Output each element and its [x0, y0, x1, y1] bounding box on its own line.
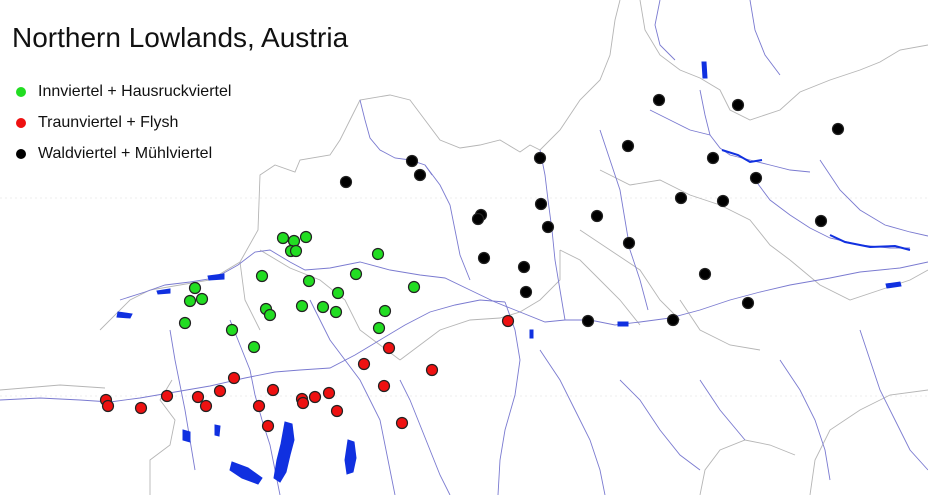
waldviertel-point	[831, 122, 845, 136]
innviertel-point	[195, 292, 209, 306]
river-thaya-stretch	[721, 149, 763, 164]
traunviertel-point	[382, 341, 396, 355]
traunviertel-point	[252, 399, 266, 413]
traunviertel-point	[425, 363, 439, 377]
waldviertel-point	[534, 197, 548, 211]
legend-label: Traunviertel + Flysh	[38, 113, 179, 131]
waldviertel-point	[517, 260, 531, 274]
innviertel-point	[407, 280, 421, 294]
red-dot-icon	[16, 117, 26, 128]
waldviertel-point	[749, 171, 763, 185]
traunviertel-point	[199, 399, 213, 413]
green-dot-icon	[16, 86, 26, 97]
traunviertel-point	[266, 383, 280, 397]
innviertel-point	[263, 308, 277, 322]
waldviertel-point	[706, 151, 720, 165]
traunviertel-point	[395, 416, 409, 430]
waldviertel-point	[731, 98, 745, 112]
waldviertel-point	[716, 194, 730, 208]
innviertel-point	[371, 247, 385, 261]
waldviertel-point	[581, 314, 595, 328]
innviertel-point	[289, 244, 303, 258]
traunviertel-point	[308, 390, 322, 404]
innviertel-point	[372, 321, 386, 335]
waldviertel-point	[698, 267, 712, 281]
graticule	[0, 197, 928, 397]
innviertel-point	[378, 304, 392, 318]
legend-item-innviertel: Innviertel + Hausruckviertel	[16, 76, 231, 107]
traunviertel-point	[227, 371, 241, 385]
innviertel-point	[329, 305, 343, 319]
waldviertel-point	[533, 151, 547, 165]
waldviertel-point	[622, 236, 636, 250]
lakes	[116, 61, 902, 485]
innviertel-point	[178, 316, 192, 330]
map-title: Northern Lowlands, Austria	[12, 22, 349, 53]
legend-label: Innviertel + Hausruckviertel	[38, 82, 232, 100]
waldviertel-point	[519, 285, 533, 299]
innviertel-point	[302, 274, 316, 288]
innviertel-point	[349, 267, 363, 281]
innviertel-point	[188, 281, 202, 295]
innviertel-point	[276, 231, 290, 245]
traunviertel-point	[322, 386, 336, 400]
traunviertel-point	[213, 384, 227, 398]
traunviertel-point	[296, 396, 310, 410]
traunviertel-point	[101, 399, 115, 413]
legend-label: Waldviertel + Mühlviertel	[38, 144, 213, 162]
legend: Innviertel + Hausruckviertel Traunvierte…	[16, 76, 231, 169]
waldviertel-point	[621, 139, 635, 153]
waldviertel-point	[666, 313, 680, 327]
waldviertel-point	[541, 220, 555, 234]
danube-east-stretch	[829, 234, 911, 251]
traunviertel-point	[501, 314, 515, 328]
waldviertel-point	[741, 296, 755, 310]
waldviertel-point	[405, 154, 419, 168]
traunviertel-point	[377, 379, 391, 393]
waldviertel-point	[471, 212, 485, 226]
legend-item-traunviertel: Traunviertel + Flysh	[16, 107, 231, 138]
waldviertel-point	[413, 168, 427, 182]
waldviertel-point	[339, 175, 353, 189]
sample-points	[99, 93, 845, 433]
innviertel-point	[299, 230, 313, 244]
innviertel-point	[225, 323, 239, 337]
innviertel-point	[183, 294, 197, 308]
traunviertel-point	[330, 404, 344, 418]
waldviertel-point	[652, 93, 666, 107]
legend-item-waldviertel: Waldviertel + Mühlviertel	[16, 138, 231, 169]
innviertel-point	[316, 300, 330, 314]
waldviertel-point	[590, 209, 604, 223]
traunviertel-point	[134, 401, 148, 415]
traunviertel-point	[357, 357, 371, 371]
innviertel-point	[287, 234, 301, 248]
traunviertel-point	[261, 419, 275, 433]
traunviertel-point	[160, 389, 174, 403]
innviertel-point	[295, 299, 309, 313]
waldviertel-point	[814, 214, 828, 228]
innviertel-point	[331, 286, 345, 300]
waldviertel-point	[674, 191, 688, 205]
traunviertel-point	[191, 390, 205, 404]
innviertel-point	[255, 269, 269, 283]
waldviertel-point	[477, 251, 491, 265]
black-dot-icon	[16, 148, 26, 159]
innviertel-point	[247, 340, 261, 354]
